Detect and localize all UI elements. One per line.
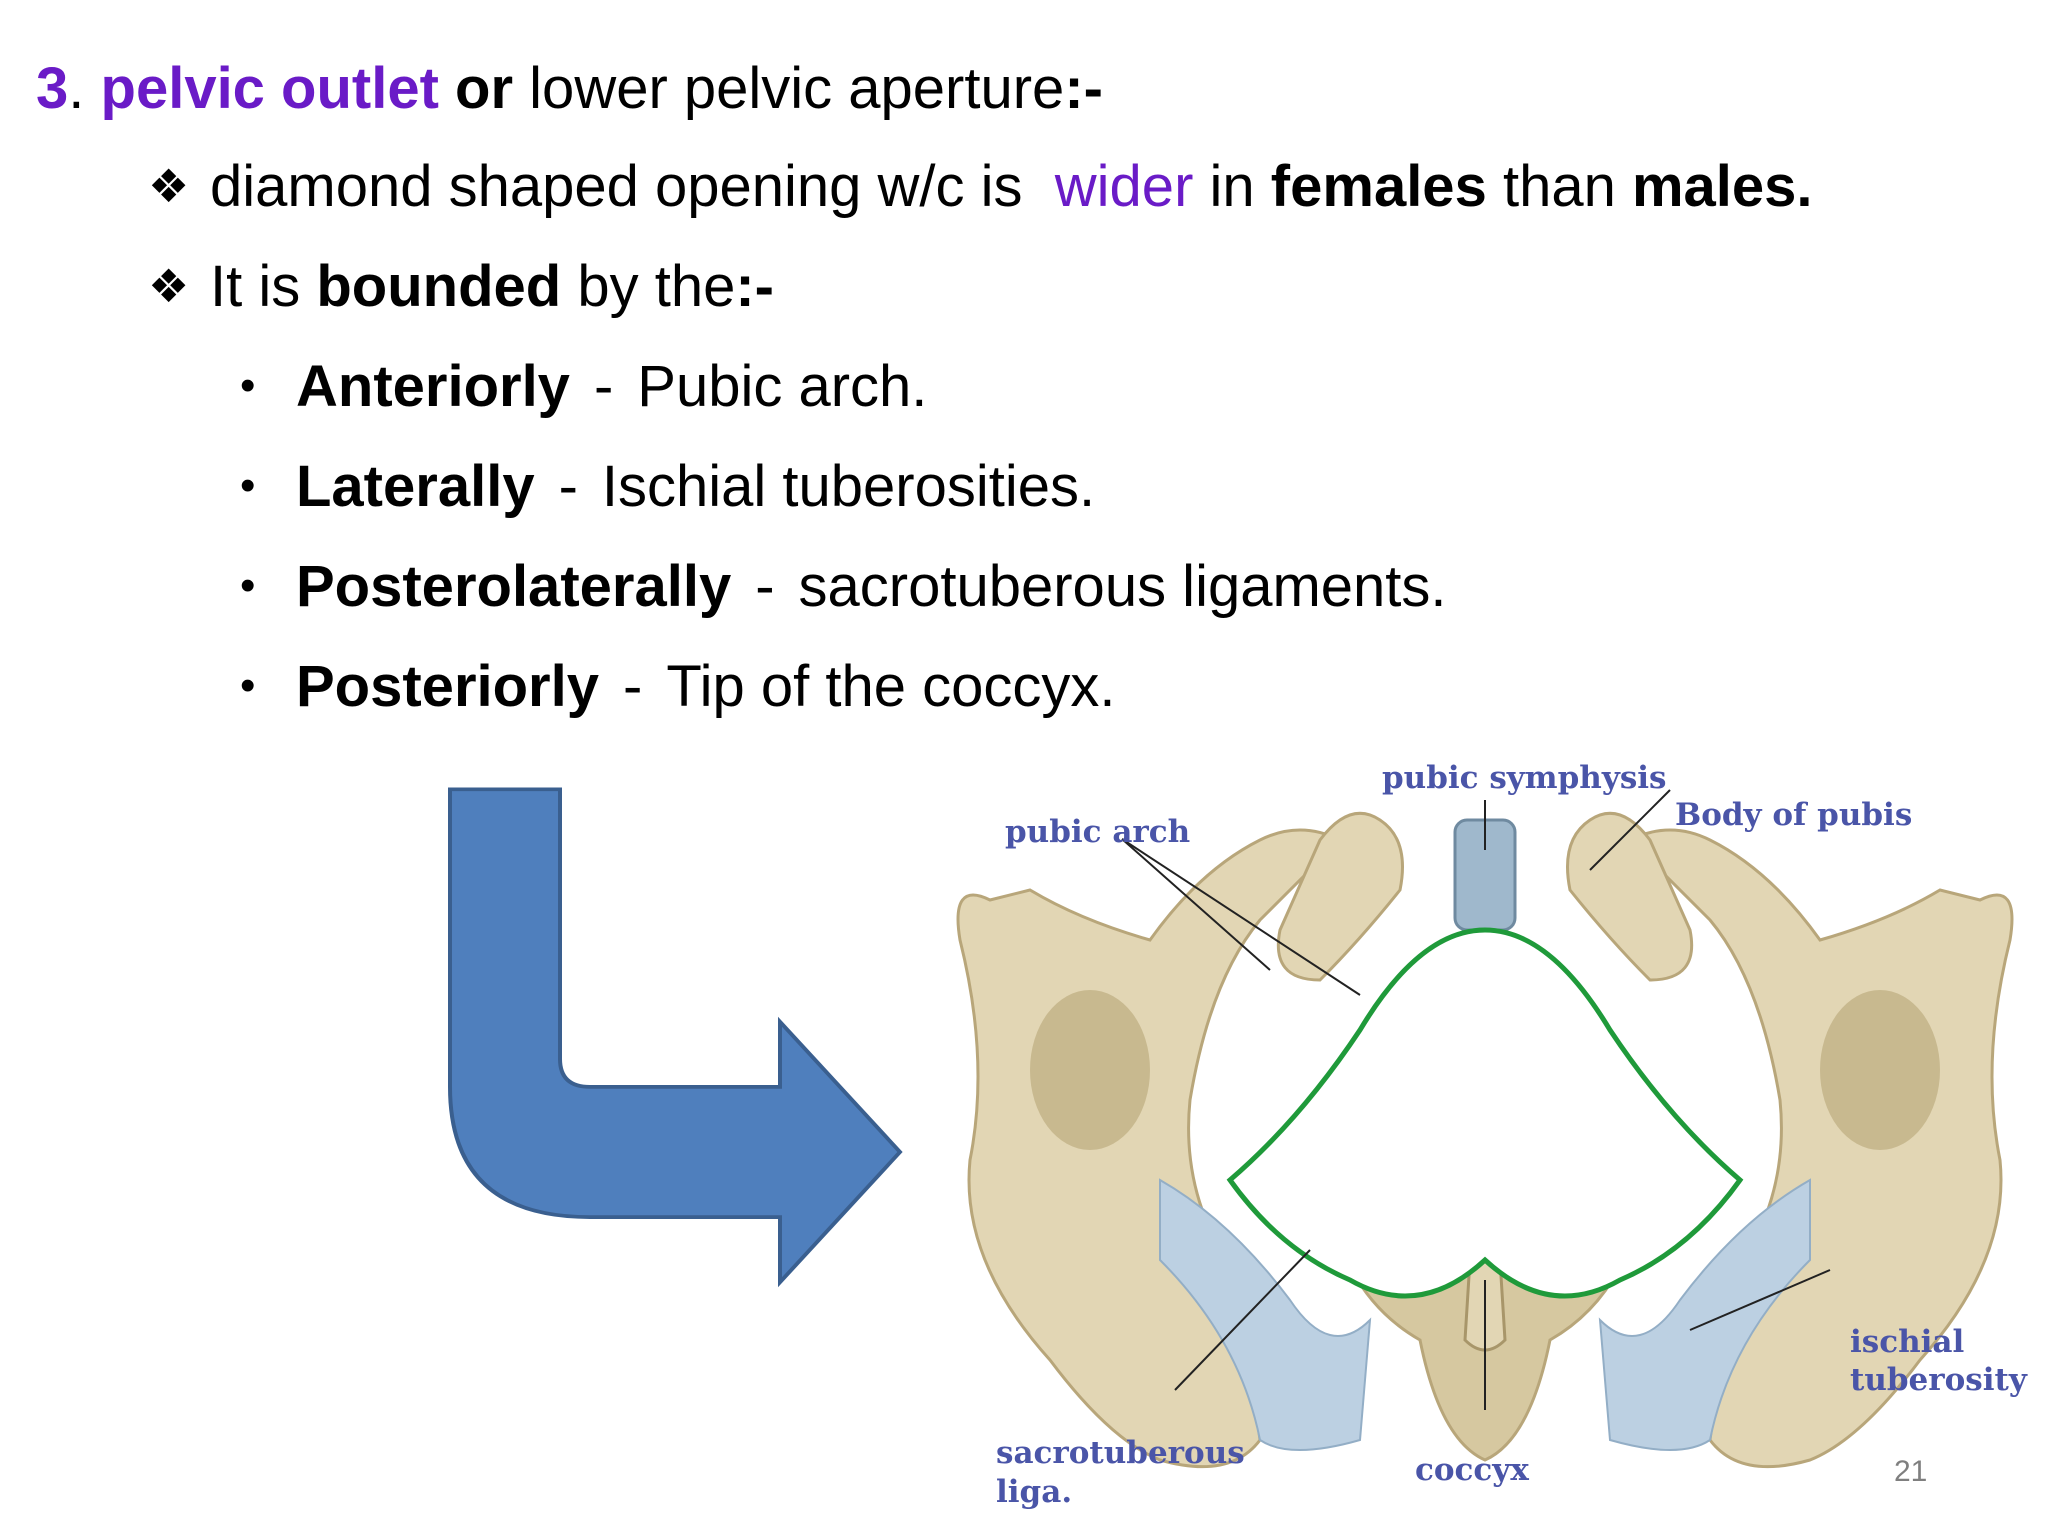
heading-or: or [455, 56, 514, 121]
boundary-desc: Tip of the coccyx. [666, 654, 1116, 719]
list-item-posterolaterally: •Posterolaterally-sacrotuberous ligament… [240, 558, 1447, 616]
boundary-desc: Ischial tuberosities. [601, 454, 1096, 519]
heading-dot: . [68, 56, 85, 121]
dot-bullet-icon: • [240, 461, 256, 510]
diamond-bullet-icon: ❖ [148, 160, 190, 212]
list-item-posteriorly: •Posteriorly-Tip of the coccyx. [240, 658, 1115, 716]
left-pubic-body [1276, 811, 1404, 982]
heading-term: pelvic outlet [100, 56, 439, 121]
pelvic-outlet-outline [1226, 927, 1744, 1299]
label-sacrotuberous-line2: liga. [996, 1474, 1072, 1510]
bullet-diamond-shaped: ❖diamond shaped opening w/c is wider in … [148, 158, 1813, 216]
boundary-dash: - [623, 654, 643, 719]
bullet1-wider: wider [1054, 154, 1194, 219]
boundary-term: Posteriorly [296, 654, 599, 719]
right-pubic-body [1566, 811, 1694, 982]
bullet1-text-a: diamond shaped opening w/c is [210, 154, 1023, 219]
right-acetabulum [1820, 990, 1940, 1150]
bullet2-bounded: bounded [316, 254, 562, 319]
right-sacrotuberous-ligament [1598, 1178, 1811, 1451]
boundary-desc: Pubic arch. [637, 354, 928, 419]
bullet-bounded-by: ❖It is bounded by the:- [148, 258, 774, 316]
heading-number: 3 [36, 56, 69, 121]
heading-rest: lower pelvic aperture [529, 56, 1065, 121]
label-sacrotuberous-line1: sacrotuberous [996, 1435, 1245, 1471]
boundary-dash: - [593, 354, 614, 419]
pelvic-outlet-figure: pubic symphysis Body of pubis pubic arch… [956, 760, 2028, 1510]
label-ischial-line2: tuberosity [1850, 1362, 2028, 1398]
bullet1-males: males. [1631, 154, 1813, 219]
list-item-laterally: •Laterally-Ischial tuberosities. [240, 458, 1095, 516]
boundary-dash: - [755, 554, 775, 619]
label-coccyx: coccyx [1415, 1452, 1529, 1488]
diamond-bullet-icon: ❖ [148, 260, 190, 312]
bullet2-colon: :- [735, 254, 774, 319]
list-item-anteriorly: •Anteriorly-Pubic arch. [240, 358, 927, 416]
slide-heading: 3. pelvic outlet or lower pelvic apertur… [36, 60, 1103, 118]
left-acetabulum [1030, 990, 1150, 1150]
heading-colon: :- [1064, 56, 1103, 121]
boundary-dash: - [558, 454, 578, 519]
bullet1-text-c: than [1502, 154, 1616, 219]
dot-bullet-icon: • [240, 561, 256, 610]
boundary-term: Laterally [296, 454, 535, 519]
bullet1-text-b: in [1209, 154, 1255, 219]
boundary-desc: sacrotuberous ligaments. [798, 554, 1447, 619]
left-sacrotuberous-ligament [1159, 1178, 1372, 1451]
boundary-term: Anteriorly [296, 354, 570, 419]
bullet2-text-b: by the [577, 254, 736, 319]
dot-bullet-icon: • [240, 361, 256, 410]
boundary-term: Posterolaterally [296, 554, 732, 619]
bullet1-females: females [1270, 154, 1487, 219]
label-pubic-arch: pubic arch [1005, 814, 1190, 850]
page-number: 21 [1894, 1455, 1928, 1488]
curved-arrow-icon [448, 787, 903, 1288]
dot-bullet-icon: • [240, 661, 256, 710]
bullet2-text-a: It is [210, 254, 301, 319]
label-pubic-symphysis: pubic symphysis [1382, 760, 1667, 796]
label-ischial-line1: ischial [1850, 1324, 1964, 1360]
label-body-of-pubis: Body of pubis [1675, 797, 1912, 833]
